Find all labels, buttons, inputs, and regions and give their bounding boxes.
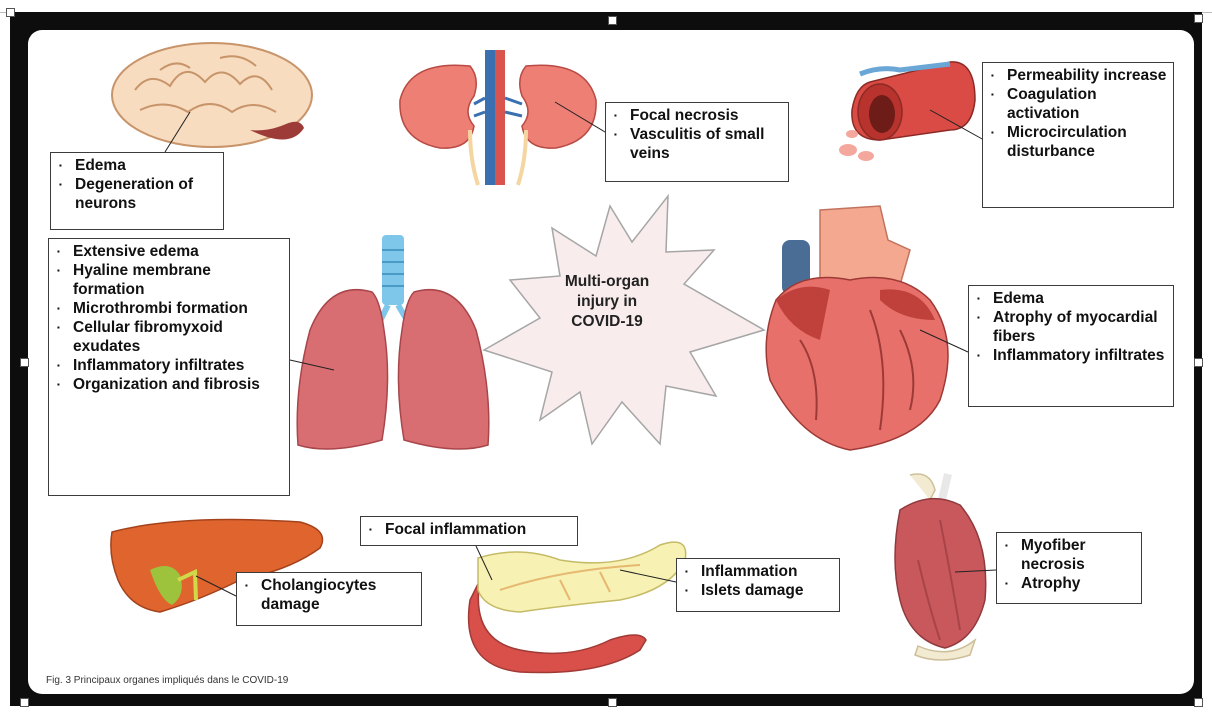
- liver-findings-box: Cholangiocytes damage: [236, 572, 422, 626]
- heart-finding: Inflammatory infiltrates: [977, 346, 1167, 365]
- pancreas-finding: Islets damage: [685, 581, 833, 600]
- lung-finding: Inflammatory infiltrates: [57, 356, 283, 375]
- heart-finding: Edema: [977, 289, 1167, 308]
- vessel-finding: Coagulation activation: [991, 85, 1167, 123]
- figure-caption: Fig. 3 Principaux organes impliqués dans…: [46, 675, 288, 686]
- diagram-title: Multi-organ injury in COVID-19: [548, 272, 666, 332]
- lung-finding: Cellular fibromyxoid exudates: [57, 318, 283, 356]
- lung-findings-box: Extensive edema Hyaline membrane formati…: [48, 238, 290, 496]
- heart-findings-box: Edema Atrophy of myocardial fibers Infla…: [968, 285, 1174, 407]
- lung-finding: Hyaline membrane formation: [57, 261, 283, 299]
- brain-illustration: [112, 43, 312, 147]
- heart-finding: Atrophy of myocardial fibers: [977, 308, 1167, 346]
- brain-finding: Edema: [59, 156, 217, 175]
- muscle-illustration: [895, 474, 986, 660]
- brain-finding: Degeneration of neurons: [59, 175, 217, 213]
- kidney-findings-box: Focal necrosis Vasculitis of small veins: [605, 102, 789, 182]
- pancreas-findings-box: Inflammation Islets damage: [676, 558, 840, 612]
- lung-finding: Organization and fibrosis: [57, 375, 283, 394]
- lungs-illustration: [297, 235, 489, 449]
- kidney-illustration: [400, 50, 596, 185]
- vessel-findings-box: Permeability increase Coagulation activa…: [982, 62, 1174, 208]
- pancreas-illustration: [469, 542, 686, 672]
- pancreas-finding: Inflammation: [685, 562, 833, 581]
- blood-vessel-illustration: [839, 62, 975, 161]
- muscle-finding: Atrophy: [1005, 574, 1135, 593]
- lung-finding: Extensive edema: [57, 242, 283, 261]
- kidney-finding: Focal necrosis: [614, 106, 782, 125]
- muscle-finding: Myofiber necrosis: [1005, 536, 1135, 574]
- pancreas-focal-finding: Focal inflammation: [369, 520, 571, 539]
- pancreas-focal-box: Focal inflammation: [360, 516, 578, 546]
- vessel-finding: Permeability increase: [991, 66, 1167, 85]
- lung-finding: Microthrombi formation: [57, 299, 283, 318]
- muscle-findings-box: Myofiber necrosis Atrophy: [996, 532, 1142, 604]
- brain-findings-box: Edema Degeneration of neurons: [50, 152, 224, 230]
- heart-illustration: [766, 206, 948, 450]
- vessel-finding: Microcirculation disturbance: [991, 123, 1167, 161]
- liver-finding: Cholangiocytes damage: [245, 576, 415, 614]
- kidney-finding: Vasculitis of small veins: [614, 125, 782, 163]
